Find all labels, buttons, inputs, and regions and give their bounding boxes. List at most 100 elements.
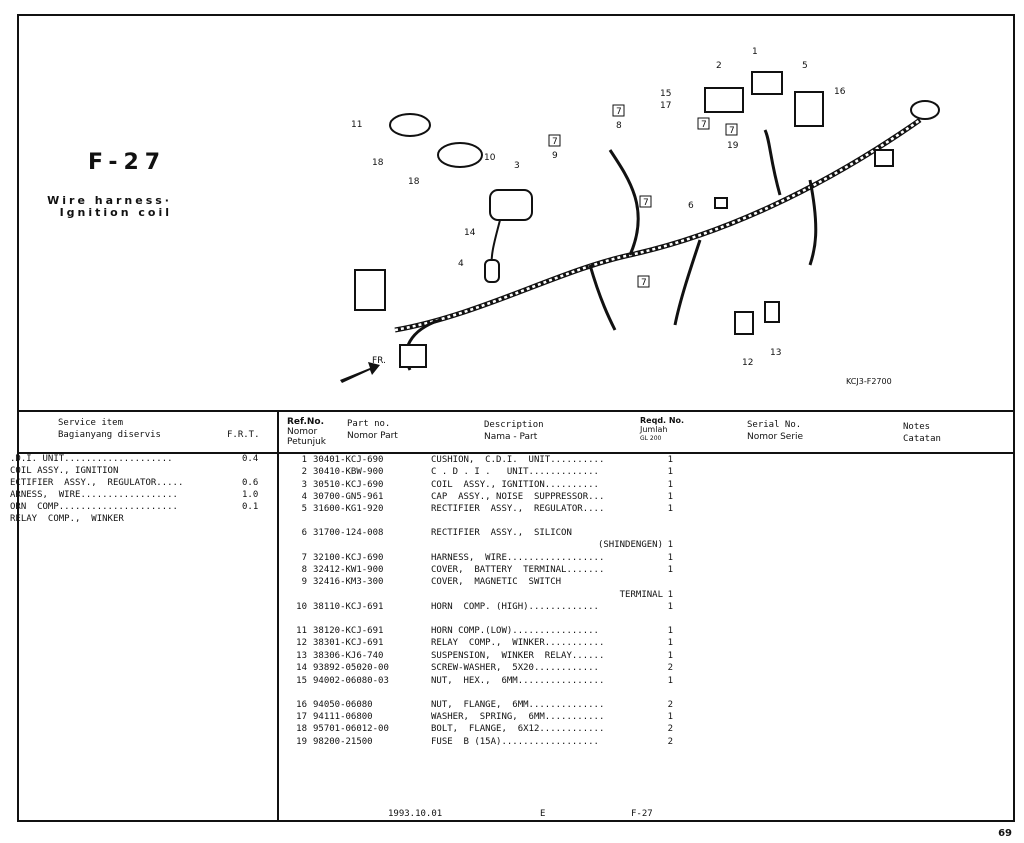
callout-7-box-b bbox=[548, 134, 561, 147]
parts-description: C . D . I . UNIT............. bbox=[431, 467, 599, 477]
parts-ref-no: 16 bbox=[296, 700, 307, 710]
parts-ref-no: 2 bbox=[301, 467, 307, 477]
parts-description: RELAY COMP., WINKER........... bbox=[431, 638, 605, 648]
horn-low bbox=[389, 113, 431, 137]
callout-6: 6 bbox=[688, 201, 694, 211]
parts-part-no: 93892-05020-00 bbox=[313, 663, 389, 673]
parts-part-no: 38306-KJ6-740 bbox=[313, 651, 384, 661]
parts-desc-continued: TERMINAL bbox=[619, 590, 663, 600]
service-item-frt: 0.6 bbox=[242, 478, 259, 488]
parts-qty: 2 bbox=[667, 724, 673, 734]
parts-part-no: 38120-KCJ-691 bbox=[313, 626, 384, 636]
cdi-cushion bbox=[751, 71, 783, 95]
parts-ref-no: 7 bbox=[301, 553, 307, 563]
footer-edition: E bbox=[540, 809, 546, 819]
ignition-coil bbox=[489, 189, 533, 221]
parts-qty: 2 bbox=[667, 737, 673, 747]
header-description-en: Description bbox=[484, 420, 544, 430]
callout-5: 5 bbox=[802, 61, 808, 71]
callout-7a: 7 bbox=[616, 107, 622, 117]
page-code: F-27 bbox=[88, 150, 167, 175]
parts-qty: 1 bbox=[667, 590, 673, 600]
callout-7f: 7 bbox=[729, 126, 735, 136]
parts-part-no: 31600-KG1-920 bbox=[313, 504, 384, 514]
harness-branch-upper bbox=[608, 149, 640, 256]
callout-10: 10 bbox=[484, 153, 496, 163]
parts-ref-no: 11 bbox=[296, 626, 307, 636]
parts-qty: 1 bbox=[667, 712, 673, 722]
parts-ref-no: 17 bbox=[296, 712, 307, 722]
parts-ref-no: 10 bbox=[296, 602, 307, 612]
harness-branch-coil bbox=[673, 239, 702, 326]
parts-part-no: 95701-06012-00 bbox=[313, 724, 389, 734]
harness-branch-mid bbox=[588, 264, 617, 331]
callout-19: 19 bbox=[727, 141, 739, 151]
parts-description: NUT, FLANGE, 6MM.............. bbox=[431, 700, 605, 710]
callout-3: 3 bbox=[514, 161, 520, 171]
callout-14: 14 bbox=[464, 228, 476, 238]
parts-description: RECTIFIER ASSY., SILICON bbox=[431, 528, 572, 538]
parts-part-no: 94050-06080 bbox=[313, 700, 373, 710]
parts-description: SCREW-WASHER, 5X20............ bbox=[431, 663, 599, 673]
parts-row: 16 94050-06080 NUT, FLANGE, 6MM...........… bbox=[285, 700, 673, 710]
parts-qty: 1 bbox=[667, 565, 673, 575]
callout-7e: 7 bbox=[701, 120, 707, 130]
subtitle-line-2: Ignition coil bbox=[59, 206, 172, 219]
parts-qty: 1 bbox=[667, 651, 673, 661]
callout-7-box-e bbox=[697, 117, 710, 130]
service-item-label: ARNESS, WIRE.................. bbox=[10, 490, 178, 500]
callout-7c: 7 bbox=[643, 198, 649, 208]
parts-part-no: 30510-KCJ-690 bbox=[313, 480, 384, 490]
header-part-no-en: Part no. bbox=[347, 419, 391, 429]
parts-description: FUSE B (15A).................. bbox=[431, 737, 599, 747]
cdi-unit bbox=[704, 87, 744, 113]
header-notes: Notes Catatan bbox=[903, 421, 941, 445]
parts-qty: 1 bbox=[667, 540, 673, 550]
parts-ref-no: 18 bbox=[296, 724, 307, 734]
header-ref-no-id2: Petunjuk bbox=[287, 437, 326, 447]
service-item-row: COIL ASSY., IGNITION bbox=[10, 466, 242, 476]
header-frt: F.R.T. bbox=[227, 430, 260, 440]
callout-17: 17 bbox=[660, 101, 671, 111]
callout-7-box-d bbox=[637, 275, 650, 288]
callout-18a: 18 bbox=[372, 158, 384, 168]
parts-part-no: 94111-06800 bbox=[313, 712, 373, 722]
callout-2: 2 bbox=[716, 61, 722, 71]
header-description: Description Nama - Part bbox=[484, 419, 544, 443]
parts-desc-continued: (SHINDENGEN) bbox=[597, 540, 663, 550]
service-item-label: RELAY COMP., WINKER bbox=[10, 514, 124, 524]
callout-7-box-c bbox=[639, 195, 652, 208]
callout-7-box-f bbox=[725, 123, 738, 136]
parts-qty: 1 bbox=[667, 467, 673, 477]
header-service-item-en: Service item bbox=[58, 418, 124, 428]
page-frame bbox=[17, 14, 1015, 822]
callout-7b: 7 bbox=[552, 137, 558, 147]
parts-qty: 1 bbox=[667, 553, 673, 563]
header-serial-no-en: Serial No. bbox=[747, 420, 802, 430]
service-item-row: ARNESS, WIRE..................1.0 bbox=[10, 490, 258, 500]
parts-qty: 1 bbox=[667, 480, 673, 490]
parts-qty: 1 bbox=[667, 492, 673, 502]
header-part-no: Part no. Nomor Part bbox=[347, 418, 398, 442]
callout-7-box-a bbox=[612, 104, 625, 117]
service-item-frt: 0.1 bbox=[242, 502, 259, 512]
parts-description: HARNESS, WIRE.................. bbox=[431, 553, 605, 563]
parts-description: NUT, HEX., 6MM................ bbox=[431, 676, 605, 686]
callout-11: 11 bbox=[351, 120, 362, 130]
header-ref-no-id1: Nomor bbox=[287, 427, 318, 437]
callout-12: 12 bbox=[742, 358, 753, 368]
header-reqd-no: Reqd. No. Jumlah GL 200 bbox=[640, 416, 684, 443]
parts-qty: 1 bbox=[667, 638, 673, 648]
service-item-row: .D.I. UNIT....................0.4 bbox=[10, 454, 258, 464]
header-notes-id: Catatan bbox=[903, 434, 941, 444]
parts-part-no: 38110-KCJ-691 bbox=[313, 602, 384, 612]
